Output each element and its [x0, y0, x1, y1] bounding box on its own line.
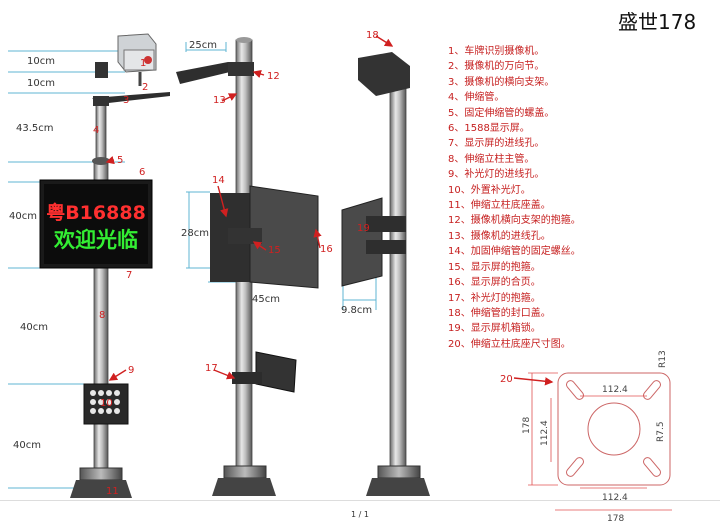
legend-item: 9、补光灯的进线孔。 — [448, 169, 545, 181]
dim-label: 40cm — [9, 211, 37, 222]
display-cabinet — [210, 185, 319, 289]
display-line-1: 粤B16888 — [46, 201, 146, 224]
dim-label: 10cm — [27, 56, 55, 67]
legend-item: 14、加固伸缩管的固定螺丝。 — [448, 246, 581, 258]
callout-number: 18 — [366, 30, 379, 41]
dim-label: 9.8cm — [341, 305, 372, 316]
callout-number: 12 — [267, 71, 280, 82]
legend-item: 16、显示屏的合页。 — [448, 277, 541, 289]
callout-number: 14 — [212, 175, 225, 186]
legend-item: 6、1588显示屏。 — [448, 123, 530, 135]
display-line-2: 欢迎光临 — [53, 228, 138, 252]
legend-item: 17、补光灯的抱箍。 — [448, 292, 541, 304]
callout-number: 10 — [100, 398, 113, 409]
legend-item: 12、摄像机横向支架的抱箍。 — [448, 215, 581, 227]
pole-2: 25cm 28cm 45cm 12 13 14 15 16 17 — [176, 37, 333, 496]
fill-light-icon — [83, 383, 129, 425]
callout-number: 4 — [93, 125, 99, 136]
dim-label: 45cm — [252, 294, 280, 305]
callout-number: 17 — [205, 363, 218, 374]
callout-number: 9 — [128, 365, 134, 376]
base-plate-drawing: R13 112.4 112.4 178 R7.5 112.4 178 20 — [500, 350, 672, 522]
callout-number: 3 — [123, 95, 129, 106]
legend-item: 19、显示屏机箱锁。 — [448, 323, 541, 335]
legend-item: 2、摄像机的万向节。 — [448, 61, 545, 73]
callout-number: 11 — [106, 486, 119, 497]
callout-number: 16 — [320, 244, 333, 255]
plate-label: 178 — [522, 417, 532, 434]
legend-item: 1、车牌识别摄像机。 — [448, 46, 545, 57]
page-counter: 1 / 1 — [351, 510, 369, 519]
callout-number: 1 — [140, 58, 146, 69]
legend-item: 10、外置补光灯。 — [448, 184, 531, 196]
legend-item: 15、显示屏的抱箍。 — [448, 261, 541, 273]
callout-number: 6 — [139, 167, 145, 178]
fill-light-side-icon — [232, 351, 297, 393]
legend-item: 11、伸缩立柱底座盖。 — [448, 200, 551, 212]
plate-label: R7.5 — [656, 421, 666, 442]
callout-number: 8 — [99, 310, 105, 321]
pole-1: 粤B16888 欢迎光临 10cm 10cm 43.5cm 40cm 40cm … — [8, 33, 170, 498]
callout-number: 7 — [126, 270, 132, 281]
legend-item: 5、固定伸缩管的螺盖。 — [448, 107, 555, 119]
display-cabinet-back — [341, 197, 406, 287]
callout-number: 19 — [357, 223, 370, 234]
page-title: 盛世178 — [618, 10, 697, 34]
plate-label: 112.4 — [540, 420, 550, 446]
legend-item: 13、摄像机的进线孔。 — [448, 230, 551, 242]
dim-label: 40cm — [13, 440, 41, 451]
plate-label: 178 — [607, 514, 624, 522]
dim-label: 40cm — [20, 322, 48, 333]
dim-label: 10cm — [27, 78, 55, 89]
dim-label: 25cm — [189, 40, 217, 51]
dim-label: 43.5cm — [16, 123, 54, 134]
callout-number: 13 — [213, 95, 226, 106]
legend-item: 7、显示屏的进线孔。 — [448, 138, 545, 150]
callout-number: 20 — [500, 374, 513, 385]
legend-list: 1、车牌识别摄像机。 2、摄像机的万向节。 3、摄像机的横向支架。 4、伸缩管。… — [448, 44, 658, 352]
callout-number: 5 — [117, 155, 123, 166]
led-display: 粤B16888 欢迎光临 — [39, 179, 153, 269]
camera-icon — [117, 33, 157, 86]
plate-label: R13 — [658, 350, 668, 368]
legend-item: 8、伸缩立柱主管。 — [448, 153, 535, 165]
callout-number: 15 — [268, 245, 281, 256]
dim-label: 28cm — [181, 228, 209, 239]
legend-item: 18、伸缩管的封口盖。 — [448, 307, 551, 319]
plate-label: 112.4 — [602, 385, 628, 395]
plate-label: 112.4 — [602, 493, 628, 503]
legend-item: 4、伸缩管。 — [448, 92, 505, 104]
legend-item: 20、伸缩立柱底座尺寸图。 — [448, 338, 571, 350]
callout-number: 2 — [142, 82, 148, 93]
legend-item: 3、摄像机的横向支架。 — [448, 76, 555, 88]
pole-3: 9.8cm 18 19 — [341, 30, 430, 496]
footer-divider — [0, 500, 720, 501]
